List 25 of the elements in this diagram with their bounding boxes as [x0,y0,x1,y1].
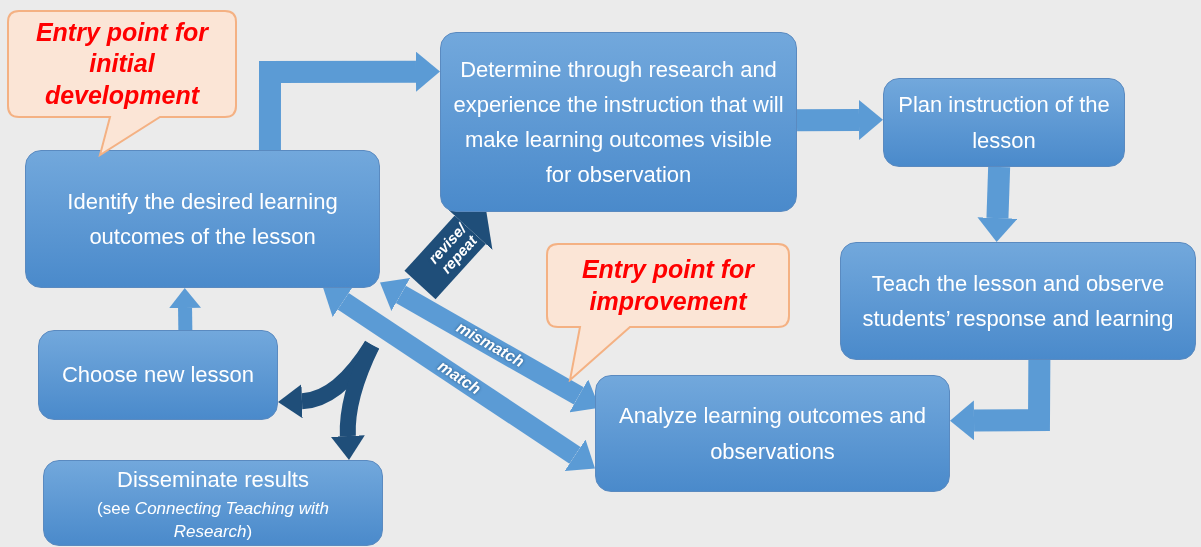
arrow [796,99,883,140]
process-box [25,150,380,288]
arrow [330,341,380,460]
box-text: Identify the desired learning outcomes of the lesson [66,187,339,251]
arrow [404,209,493,300]
box-text: Analyze learning outcomes and observations [618,402,927,466]
process-box [840,242,1196,360]
speech-bubble [546,243,790,382]
arrow [169,288,202,331]
process-box [43,460,383,546]
arrow [977,166,1018,242]
arrow [950,359,1051,441]
box-text: (see Connecting Teaching with Research) [96,497,330,543]
box-text: Choose new lesson [62,361,254,390]
callout-text: Entry point for initial development [34,17,210,111]
box-text: Teach the lesson and observe students’ response and learning [861,269,1175,333]
process-box [38,330,278,420]
process-box [595,375,950,492]
speech-bubble [7,10,237,157]
callout-text: Entry point for improvement [580,254,756,317]
box-text: Disseminate results [117,466,309,495]
process-box [883,78,1125,167]
box-text: Determine through research and experience the instruction that will make learning outcomes visible for observation [453,55,784,190]
process-box [440,32,797,212]
box-text: Plan instruction of the lesson [897,91,1111,155]
